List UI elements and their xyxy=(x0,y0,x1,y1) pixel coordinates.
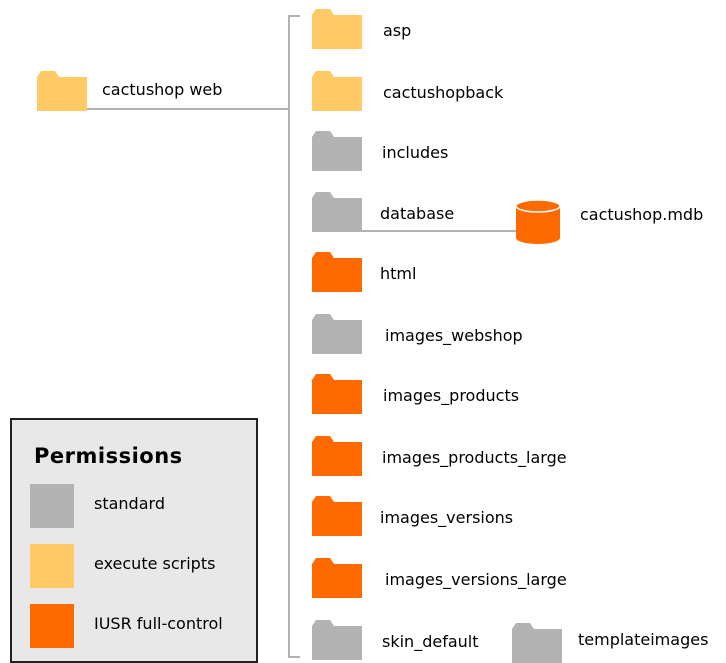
folder-label[interactable]: asp xyxy=(383,21,412,40)
tree-top-cap-line xyxy=(288,15,300,17)
root-connector-line xyxy=(85,108,290,110)
legend-swatch-full-control xyxy=(30,604,74,648)
folder-label[interactable]: skin_default xyxy=(382,632,479,651)
database-connector-line xyxy=(336,230,530,232)
database-file-label[interactable]: cactushop.mdb xyxy=(580,205,704,224)
folder-icon[interactable] xyxy=(312,496,362,536)
folder-icon[interactable] xyxy=(312,192,362,232)
folder-label[interactable]: images_webshop xyxy=(385,326,523,345)
folder-label[interactable]: cactushopback xyxy=(383,83,504,102)
database-icon[interactable] xyxy=(516,200,560,244)
folder-icon[interactable] xyxy=(312,374,362,414)
folder-label[interactable]: html xyxy=(380,264,417,283)
legend-swatch-execute xyxy=(30,544,74,588)
tree-trunk-line xyxy=(288,15,290,658)
legend-label-standard: standard xyxy=(94,494,165,513)
folder-label[interactable]: database xyxy=(380,204,455,223)
folder-label[interactable]: images_versions_large xyxy=(385,570,567,589)
folder-icon[interactable] xyxy=(312,131,362,171)
legend-label-full-control: IUSR full-control xyxy=(94,614,223,633)
folder-label[interactable]: images_products_large xyxy=(382,448,567,467)
folder-icon[interactable] xyxy=(312,71,362,111)
root-folder-label[interactable]: cactushop web xyxy=(102,80,223,99)
permissions-legend: Permissions standard execute scripts IUS… xyxy=(10,418,258,663)
folder-icon[interactable] xyxy=(312,252,362,292)
legend-label-execute: execute scripts xyxy=(94,554,216,573)
folder-icon[interactable] xyxy=(312,314,362,354)
folder-label[interactable]: images_products xyxy=(383,386,520,405)
folder-icon[interactable] xyxy=(312,620,362,660)
tree-bottom-cap-line xyxy=(288,656,300,658)
legend-title: Permissions xyxy=(34,444,183,468)
folder-icon[interactable] xyxy=(312,558,362,598)
folder-icon[interactable] xyxy=(312,436,362,476)
root-folder-icon[interactable] xyxy=(37,71,87,111)
folder-icon[interactable] xyxy=(312,9,362,49)
legend-swatch-standard xyxy=(30,484,74,528)
templateimages-folder-icon[interactable] xyxy=(512,623,562,663)
folder-label[interactable]: images_versions xyxy=(380,508,514,527)
folder-label[interactable]: includes xyxy=(382,143,449,162)
templateimages-folder-label[interactable]: templateimages xyxy=(578,630,709,649)
